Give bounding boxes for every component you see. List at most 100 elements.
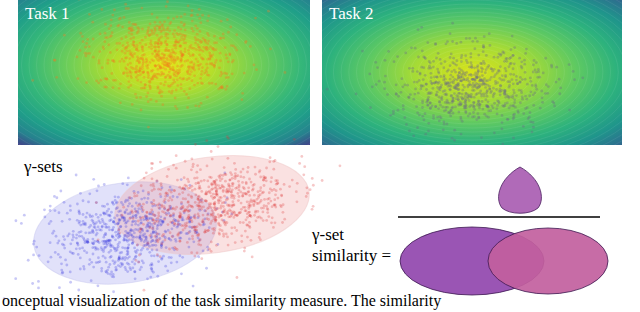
sample-point	[489, 78, 492, 81]
sample-point	[460, 56, 463, 59]
sample-point	[150, 267, 153, 270]
sample-point	[121, 246, 124, 249]
sample-point	[470, 74, 473, 77]
contour-ring	[18, 0, 310, 145]
sample-point	[455, 42, 458, 45]
sample-point	[471, 66, 474, 69]
contour-rings	[18, 0, 310, 145]
sample-point	[573, 78, 576, 81]
sample-point	[433, 76, 436, 79]
sample-point	[581, 76, 584, 79]
sample-point	[199, 21, 202, 24]
sample-point	[206, 42, 209, 45]
sample-point	[439, 75, 442, 78]
sample-point	[97, 82, 100, 85]
sample-point	[231, 72, 234, 75]
sample-point	[443, 74, 446, 77]
sample-point	[136, 79, 139, 82]
sample-point	[414, 88, 417, 91]
sample-point	[532, 104, 535, 107]
sample-point	[37, 286, 40, 289]
sample-point	[87, 241, 90, 244]
sample-point	[486, 105, 489, 108]
sample-point	[154, 65, 157, 68]
sample-point	[131, 260, 134, 263]
sample-point	[123, 234, 126, 237]
sample-point	[493, 56, 496, 59]
contour-ring	[97, 27, 232, 103]
sample-point	[130, 33, 133, 36]
sample-point	[180, 21, 183, 24]
sample-point	[114, 231, 117, 234]
contour-ring	[322, 0, 622, 145]
sample-point	[532, 63, 535, 66]
sample-point	[454, 71, 457, 74]
sample-point	[101, 225, 104, 228]
sample-point	[194, 41, 197, 44]
sample-point	[521, 96, 524, 99]
sample-point	[386, 93, 389, 96]
sample-point	[395, 83, 398, 86]
sample-point	[505, 60, 508, 63]
sample-point	[499, 84, 502, 87]
sample-point	[159, 82, 162, 85]
sample-point	[412, 98, 415, 101]
sample-point	[148, 34, 151, 37]
sample-point	[446, 101, 449, 104]
sample-point	[187, 97, 190, 100]
sample-point	[476, 112, 479, 115]
sample-point	[438, 100, 441, 103]
sample-point	[457, 98, 460, 101]
sample-point	[164, 41, 167, 44]
sample-point	[486, 106, 489, 109]
sample-point	[522, 112, 525, 115]
sample-point	[159, 66, 162, 69]
sample-point	[512, 54, 515, 57]
sample-point	[150, 268, 153, 271]
sample-point	[403, 116, 406, 119]
sample-point	[187, 4, 190, 7]
sample-point	[154, 75, 157, 78]
sample-point	[138, 236, 141, 239]
sample-point	[147, 100, 150, 103]
sample-point	[326, 88, 329, 91]
sample-point	[558, 92, 561, 95]
sample-point	[127, 263, 130, 266]
sample-point	[140, 57, 143, 60]
sample-point	[172, 78, 175, 81]
sample-point	[473, 47, 476, 50]
sample-point	[128, 57, 131, 60]
sample-point	[267, 10, 270, 13]
sample-point	[157, 85, 160, 88]
sample-point	[146, 277, 149, 280]
sample-point	[103, 183, 106, 186]
sample-point	[193, 74, 196, 77]
sample-point	[182, 24, 185, 27]
sample-point	[413, 93, 416, 96]
sample-point	[411, 67, 414, 70]
sample-point	[415, 105, 418, 108]
contour-ring	[441, 56, 503, 88]
sample-point	[160, 35, 163, 38]
sample-point	[457, 82, 460, 85]
sample-point	[147, 126, 150, 129]
sample-point	[125, 46, 128, 49]
sample-point	[119, 252, 122, 255]
sample-point	[452, 57, 455, 60]
sample-point	[528, 94, 531, 97]
sample-point	[71, 233, 74, 236]
sample-point	[131, 205, 134, 208]
sample-point	[136, 243, 139, 246]
sample-point	[503, 89, 506, 92]
sample-point	[487, 64, 490, 67]
sample-point	[157, 46, 160, 49]
sample-point	[496, 113, 499, 116]
sample-point	[166, 58, 169, 61]
sample-point	[137, 207, 140, 210]
sample-point	[174, 97, 177, 100]
sample-point	[103, 86, 106, 89]
sample-point	[423, 118, 426, 121]
sample-point	[142, 61, 145, 64]
sample-point	[149, 87, 152, 90]
sample-point	[102, 211, 105, 214]
